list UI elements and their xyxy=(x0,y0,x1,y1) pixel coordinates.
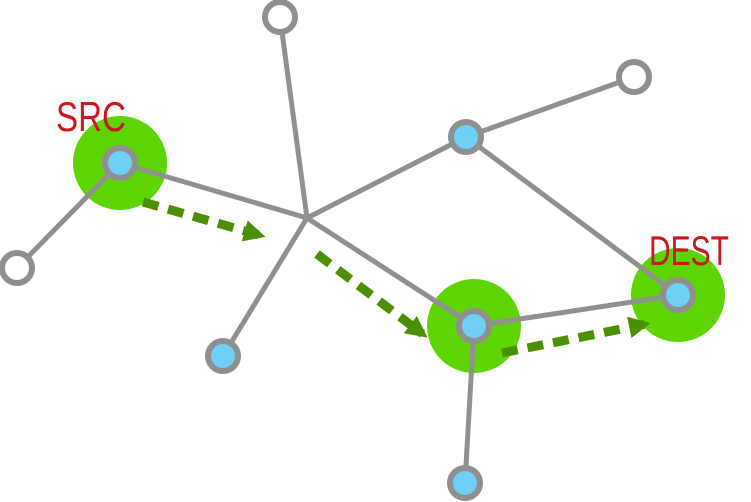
graph-node-bottomleft-blue xyxy=(205,338,241,374)
edge-hub-blue-top xyxy=(304,134,469,221)
path-arrow-mid-to-dest xyxy=(501,316,651,358)
edge-blue-top-topright-white xyxy=(463,74,637,140)
graph-node-src xyxy=(102,145,138,181)
graph-node-blue-top xyxy=(448,119,484,155)
graph-node-topright-white xyxy=(616,59,652,95)
graph-node-mid xyxy=(456,308,492,344)
graph-node-top-white xyxy=(262,0,298,35)
path-arrow-src-to-hub xyxy=(141,197,266,242)
graph-node-left-white xyxy=(0,250,35,286)
edge-hub-src xyxy=(117,160,310,221)
edge-blue-top-dest xyxy=(463,134,681,298)
edge-hub-top-white xyxy=(277,14,310,221)
edge-mid-dest xyxy=(471,292,681,329)
src-label: SRC xyxy=(56,93,126,140)
path-arrow-hub-to-mid xyxy=(314,250,428,338)
edge-mid-bottom-blue xyxy=(462,323,477,486)
edge-src-left-white xyxy=(14,160,123,271)
edge-hub-mid xyxy=(304,215,477,329)
graph-node-bottom-blue xyxy=(447,465,483,501)
graph-node-dest xyxy=(660,277,696,313)
dest-label: DEST xyxy=(649,227,729,274)
edge-hub-bottomleft-blue xyxy=(220,215,310,359)
